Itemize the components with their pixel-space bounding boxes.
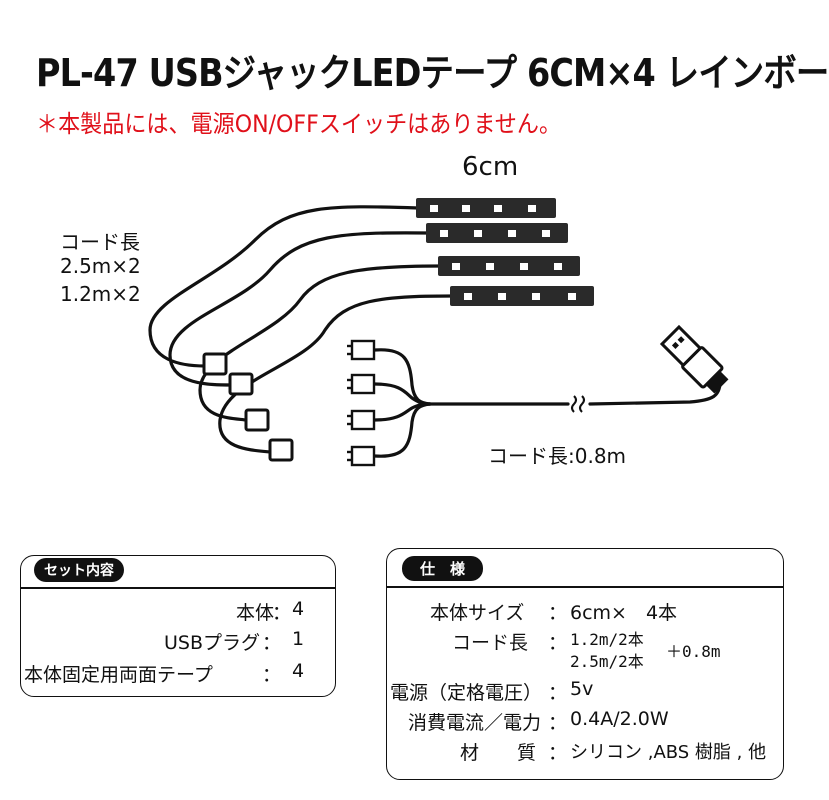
spec-cord-value-2: 2.5m/2本 [570, 652, 644, 671]
spec-material-value: シリコン ,ABS 樹脂 , 他 [570, 742, 767, 763]
spec-sep: ： [548, 742, 568, 764]
specs-divider [386, 586, 784, 588]
female-connectors [202, 352, 294, 462]
spec-size-value: 6cm× 4本 [570, 602, 678, 624]
cord-length-2: 1.2m×2 [60, 282, 141, 306]
contents-divider [20, 587, 336, 589]
page-title: PL-47 USBジャックLEDテープ 6CM×4 レインボー [36, 51, 829, 95]
contents-item-name: 本体 [235, 602, 274, 624]
led-strips [416, 198, 594, 306]
usb-plug-icon [659, 324, 729, 394]
spec-cord-plus: ＋0.8m [666, 642, 721, 661]
contents-item-name: USBプラグ [163, 632, 260, 654]
spec-size-label: 本体サイズ [430, 602, 525, 624]
contents-item-name: 本体固定用両面テープ [24, 664, 213, 686]
spec-power-value: 5v [570, 678, 594, 700]
spec-cord-value-1: 1.2m/2本 [570, 630, 644, 649]
usb-cord-length: コード長:0.8m [488, 444, 627, 468]
specs-tag: 仕 様 [402, 556, 484, 581]
contents-item-qty: 1 [292, 628, 305, 650]
spec-sep: ： [548, 712, 568, 734]
contents-box [20, 555, 336, 697]
spec-sep: ： [548, 682, 568, 704]
cord-length-title: コード長 [60, 230, 140, 254]
led-length-label: 6cm [462, 152, 519, 182]
contents-item-sep: ： [272, 602, 292, 624]
contents-tag: セット内容 [34, 558, 124, 582]
spec-power-label: 電源（定格電圧） [390, 682, 543, 704]
spec-sep: ： [548, 602, 568, 624]
spec-sep: ： [548, 632, 568, 654]
specs-box [386, 548, 784, 780]
spec-consumption-label: 消費電流／電力 [408, 712, 542, 734]
spec-material-label: 材 質 [460, 742, 537, 764]
contents-item-qty: 4 [292, 660, 305, 682]
male-connectors [347, 339, 376, 467]
switch-notice: ＊本製品には、電源ON/OFFスイッチはありません。 [36, 110, 562, 138]
contents-item-sep: ： [262, 664, 282, 686]
spec-consumption-value: 0.4A/2.0W [570, 708, 669, 730]
product-diagram [148, 198, 729, 467]
spec-cord-label: コード長 [452, 632, 529, 654]
cord-length-1: 2.5m×2 [60, 254, 141, 278]
contents-item-qty: 4 [292, 598, 305, 620]
contents-item-sep: ： [262, 632, 282, 654]
